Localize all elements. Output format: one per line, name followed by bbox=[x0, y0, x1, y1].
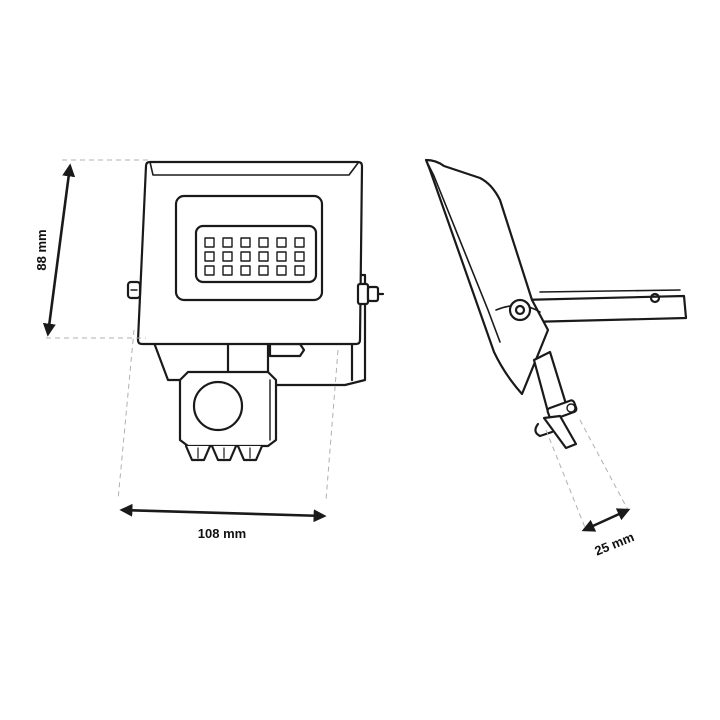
side-extension-lines bbox=[545, 419, 629, 531]
led-chip bbox=[276, 265, 287, 276]
led-chip bbox=[240, 265, 251, 276]
led-chip bbox=[204, 251, 215, 262]
led-chip bbox=[294, 237, 305, 248]
led-chip bbox=[240, 251, 251, 262]
left-knob bbox=[126, 280, 142, 300]
led-chip bbox=[222, 237, 233, 248]
depth-dimension: 25 mm bbox=[581, 508, 636, 558]
led-chip bbox=[258, 237, 269, 248]
height-dimension-arrow bbox=[42, 163, 76, 337]
front-view bbox=[126, 160, 385, 462]
right-screw-knob bbox=[356, 282, 385, 306]
led-chip bbox=[294, 265, 305, 276]
led-chip bbox=[222, 265, 233, 276]
side-housing-edge bbox=[425, 159, 501, 343]
led-chip bbox=[276, 251, 287, 262]
pivot-bolt-center bbox=[514, 304, 526, 316]
led-chip bbox=[222, 251, 233, 262]
led-chip bbox=[204, 237, 215, 248]
side-view bbox=[424, 158, 688, 450]
width-dimension-label: 108 mm bbox=[198, 526, 246, 541]
side-sensor-head bbox=[534, 399, 578, 450]
led-chip bbox=[258, 251, 269, 262]
motion-sensor bbox=[178, 370, 278, 462]
stem-nut bbox=[268, 342, 306, 358]
depth-dimension-label: 25 mm bbox=[592, 529, 636, 558]
led-chip bbox=[240, 237, 251, 248]
led-chip bbox=[294, 251, 305, 262]
width-dimension-arrow bbox=[119, 503, 327, 523]
width-dimension: 108 mm bbox=[119, 503, 327, 541]
side-housing bbox=[424, 158, 550, 396]
side-bracket-arm bbox=[518, 289, 688, 324]
led-chips bbox=[204, 237, 305, 276]
led-chip bbox=[258, 265, 269, 276]
led-chip bbox=[204, 265, 215, 276]
front-extension-lines bbox=[46, 159, 339, 501]
sensor-adjust-knobs bbox=[184, 444, 264, 462]
pir-sensor-lens bbox=[192, 380, 244, 432]
housing-bevel bbox=[149, 161, 359, 176]
depth-dimension-arrow bbox=[581, 508, 631, 532]
height-dimension: 88 mm bbox=[34, 163, 76, 337]
pivot-bolt bbox=[508, 298, 532, 322]
height-dimension-label: 88 mm bbox=[34, 229, 49, 270]
led-chip bbox=[276, 237, 287, 248]
bracket-hole bbox=[649, 292, 661, 304]
